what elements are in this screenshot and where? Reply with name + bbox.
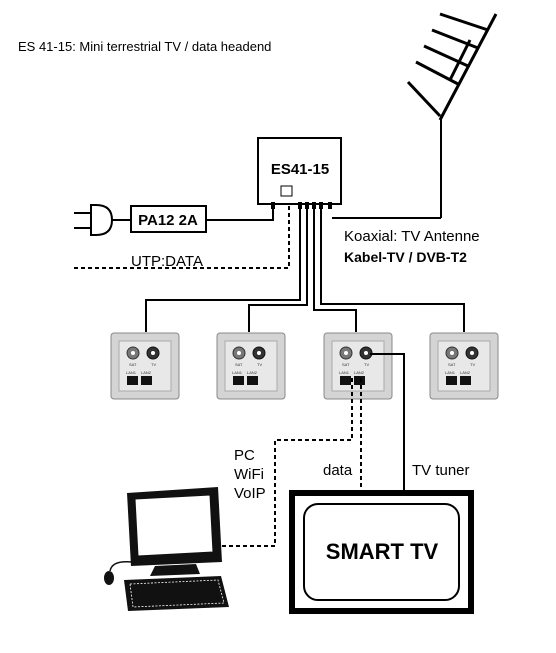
antenna-icon xyxy=(406,12,498,218)
socket-lan2-label: LAN2 xyxy=(354,370,365,375)
socket-lan1-label: LAN1 xyxy=(339,370,350,375)
headend-port xyxy=(280,185,293,197)
socket-tv-label: TV xyxy=(364,362,369,367)
socket-sat-label: SAT xyxy=(129,362,137,367)
pc-label: PC xyxy=(234,447,255,464)
socket-sat-label: SAT xyxy=(235,362,243,367)
wifi-label: WiFi xyxy=(234,466,264,483)
antenna-cable-label: Koaxial: TV Antenne xyxy=(344,228,480,245)
power-supply-box xyxy=(130,205,207,233)
headend-label: ES41-15 xyxy=(271,161,329,178)
smart-tv-label: SMART TV xyxy=(326,539,439,564)
tv-tuner-label: TV tuner xyxy=(412,462,470,479)
socket-labels: SAT TV LAN1 LAN2 SAT TV LAN1 LAN2 SAT TV… xyxy=(126,362,475,375)
socket-lan2-label: LAN2 xyxy=(247,370,258,375)
socket-lan1-label: LAN1 xyxy=(232,370,243,375)
headend-connectors xyxy=(271,202,332,209)
socket-tv-label: TV xyxy=(257,362,262,367)
utp-data-label: UTP:DATA xyxy=(131,253,203,270)
wall-socket xyxy=(216,332,286,400)
tv-tuner-cable xyxy=(370,353,405,493)
diagram-title: ES 41-15: Mini terrestrial TV / data hea… xyxy=(18,39,272,54)
smart-tv-screen xyxy=(303,503,460,601)
power-cable xyxy=(206,208,274,221)
utp-data-line xyxy=(74,206,290,269)
data-label: data xyxy=(323,462,353,479)
power-plug-icon xyxy=(74,204,131,236)
socket-lan1-label: LAN1 xyxy=(126,370,137,375)
power-supply-label: PA12 2A xyxy=(138,212,198,229)
socket-cables xyxy=(145,208,465,332)
pc-labels: PC WiFi VoIP xyxy=(234,446,266,503)
wall-socket xyxy=(110,332,180,400)
socket-tv-label: TV xyxy=(151,362,156,367)
cable-tv-label: Kabel-TV / DVB-T2 xyxy=(344,249,467,265)
wall-socket xyxy=(323,332,393,400)
socket-lan2-label: LAN2 xyxy=(141,370,152,375)
computer-icon xyxy=(104,487,229,611)
voip-label: VoIP xyxy=(234,485,266,502)
socket-lan1-label: LAN1 xyxy=(445,370,456,375)
socket-tv-label: TV xyxy=(470,362,475,367)
headend-box xyxy=(257,137,342,205)
socket-sat-label: SAT xyxy=(342,362,350,367)
data-dashed-lines xyxy=(222,378,362,547)
wall-socket xyxy=(429,332,499,400)
socket-sat-label: SAT xyxy=(448,362,456,367)
socket-lan2-label: LAN2 xyxy=(460,370,471,375)
